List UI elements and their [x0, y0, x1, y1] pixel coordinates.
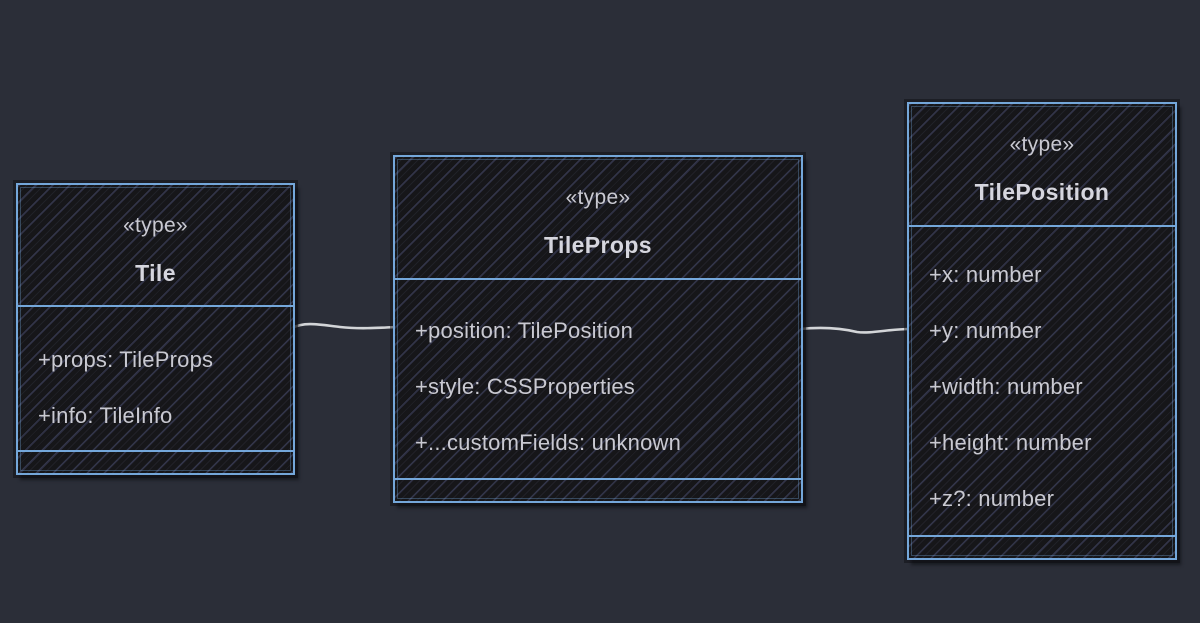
class-node-tileposition[interactable]: «type» TilePosition +x: number +y: numbe… — [907, 102, 1177, 560]
member-row: +props: TileProps — [38, 347, 214, 372]
methods-compartment-empty — [909, 537, 1175, 558]
stereotype-label: «type» — [123, 213, 188, 237]
member-row: +y: number — [929, 318, 1042, 343]
methods-compartment-empty — [395, 480, 801, 501]
class-title-compartment: «type» TilePosition — [909, 104, 1175, 227]
methods-compartment-empty — [18, 452, 293, 473]
member-row: +z?: number — [929, 486, 1055, 511]
member-row: +style: CSSProperties — [415, 374, 636, 399]
class-name: TilePosition — [974, 179, 1110, 205]
member-row: +width: number — [929, 374, 1083, 399]
stereotype-label: «type» — [565, 186, 631, 209]
member-row: +info: TileInfo — [38, 403, 173, 428]
class-name: TileProps — [544, 232, 652, 258]
class-node-tile[interactable]: «type» Tile +props: TileProps +info: Til… — [16, 183, 295, 475]
members-compartment: +x: number +y: number +width: number +he… — [909, 227, 1175, 537]
stereotype-label: «type» — [1009, 133, 1075, 156]
class-title-compartment: «type» TileProps — [395, 157, 801, 280]
member-row: +height: number — [929, 430, 1092, 455]
member-row: +x: number — [929, 262, 1042, 287]
member-row: +...customFields: unknown — [415, 430, 682, 455]
class-name: Tile — [135, 259, 176, 286]
edge-tileprops-tileposition[interactable] — [798, 326, 911, 334]
members-compartment: +position: TilePosition +style: CSSPrope… — [395, 280, 801, 480]
class-title-compartment: «type» Tile — [18, 185, 293, 307]
edge-tile-tileprops[interactable] — [290, 322, 398, 330]
members-compartment: +props: TileProps +info: TileInfo — [18, 307, 293, 452]
member-row: +position: TilePosition — [415, 318, 634, 343]
class-node-tileprops[interactable]: «type» TileProps +position: TilePosition… — [393, 155, 803, 503]
